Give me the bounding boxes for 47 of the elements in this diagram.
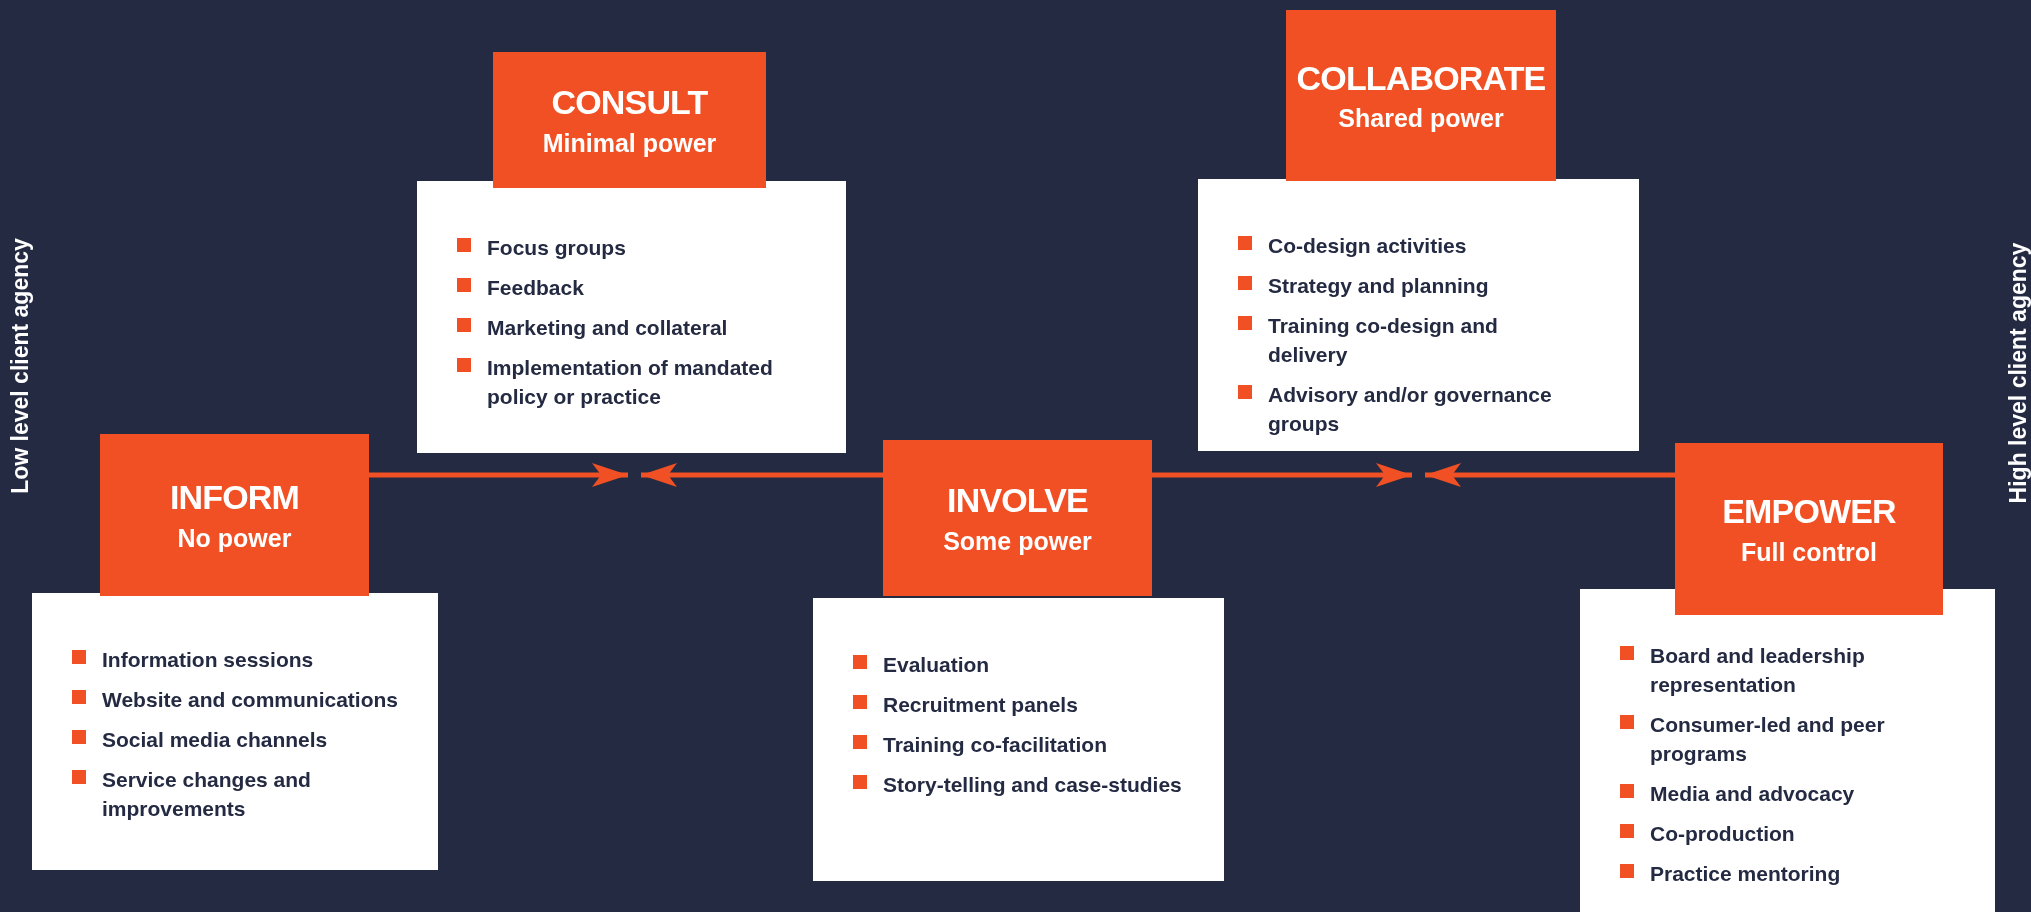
stage-header [100,434,369,596]
activity-item: Story-telling and case-studies [883,772,1182,798]
arrow [1425,463,1675,487]
activity-item: Marketing and collateral [487,315,728,341]
activity-item: Board and leadership representation [1650,643,1866,698]
activity-card [1580,589,1995,912]
activity-item: Social media channels [102,727,328,753]
stage-title: CONSULT [551,82,708,124]
activity-item: Focus groups [487,235,626,261]
activity-item: Recruitment panels [883,692,1078,718]
power-level: Full control [1740,536,1878,568]
stage-title: EMPOWER [1722,491,1896,533]
stage-header [1675,443,1943,615]
activity-item: Practice mentoring [1650,861,1841,887]
activity-item: Implementation of mandated policy or practice [487,355,774,410]
stage-title: COLLABORATE [1296,57,1546,99]
axis-label: High level client agency [2003,242,2031,504]
activity-item: Co-production [1650,821,1795,847]
axis-label: Low level client agency [5,238,34,494]
activity-card [813,598,1224,881]
power-level: Minimal power [542,127,717,159]
stage-title: INVOLVE [947,480,1088,522]
power-level: Shared power [1338,103,1504,135]
activity-item: Training co-design and delivery [1268,313,1499,368]
arrow [641,463,883,487]
stage-header [883,440,1152,596]
activity-item: Training co-facilitation [883,732,1108,758]
activity-item: Media and advocacy [1650,781,1855,807]
activity-item: Service changes and improvements [102,767,312,822]
arrow [1152,463,1412,487]
power-level: No power [177,522,292,554]
activity-item: Advisory and/or governance groups [1268,382,1553,437]
activity-item: Evaluation [883,652,990,678]
power-level: Some power [943,525,1092,557]
activity-item: Co-design activities [1268,233,1467,259]
activity-item: Strategy and planning [1268,273,1489,299]
activity-item: Consumer-led and peer programs [1650,712,1886,767]
activity-card [1198,179,1639,451]
stage-header [493,52,766,188]
activity-item: Feedback [487,275,584,301]
activity-item: Website and communications [102,687,398,713]
activity-card [417,181,846,453]
stage-title: INFORM [170,477,299,519]
arrow [369,463,628,487]
stage-header [1286,10,1556,181]
activity-item: Information sessions [102,647,314,673]
activity-card [32,593,438,870]
